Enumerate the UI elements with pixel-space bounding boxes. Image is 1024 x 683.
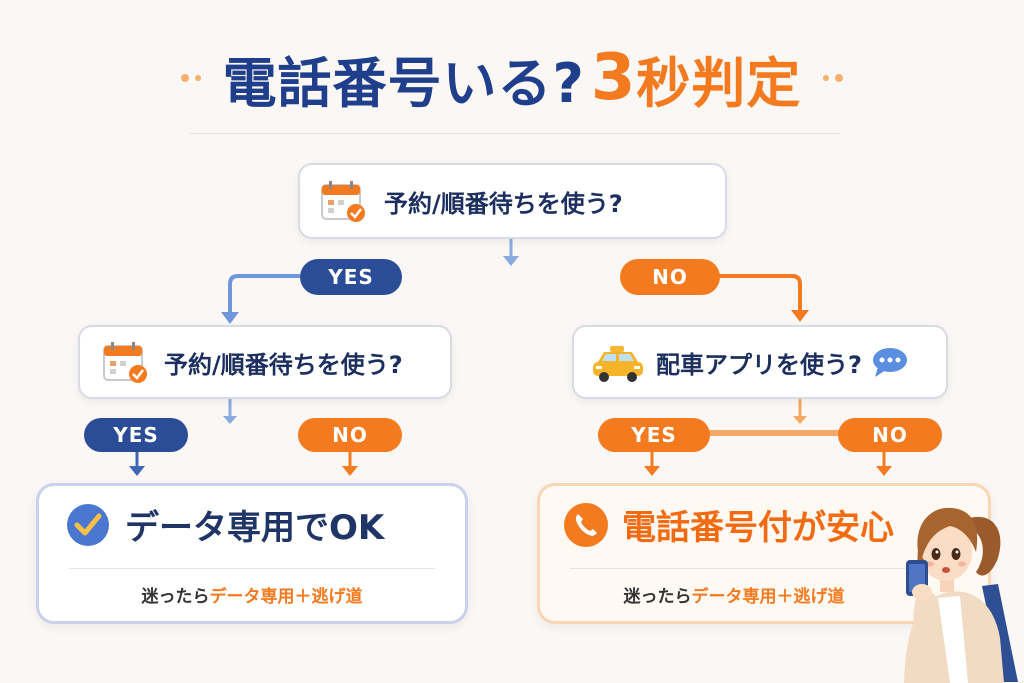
arrow-head <box>503 256 519 266</box>
result-left-title-text: データ専用でOK <box>125 508 385 548</box>
result-right-divider <box>570 568 918 569</box>
calendar-check-icon <box>103 342 147 383</box>
title-dots-left <box>180 74 201 82</box>
elbow-left <box>228 274 300 318</box>
result-right-sub-highlight: データ専用＋逃げ道 <box>691 587 845 607</box>
arrow-head <box>223 416 237 424</box>
arrow-head <box>221 312 239 324</box>
title-main: 電話番号いる? <box>222 51 585 115</box>
top-no-pill: NO <box>620 259 720 295</box>
taxi-icon <box>593 346 643 382</box>
right-yes-pill: YES <box>598 418 710 452</box>
right-question-box: 配車アプリを使う? <box>572 325 948 399</box>
result-left-divider <box>69 568 435 569</box>
result-left-title: データ専用でOK <box>65 500 384 549</box>
result-left-sub-highlight: データ専用＋逃げ道 <box>209 587 363 607</box>
right-no-pill: NO <box>838 418 942 452</box>
result-card-right: 電話番号付が安心 迷ったらデータ専用＋逃げ道 <box>537 483 991 624</box>
result-right-title: 電話番号付が安心 <box>562 500 894 549</box>
top-yes-pill: YES <box>300 259 402 295</box>
right-question-text: 配車アプリを使う? <box>656 350 862 379</box>
title-divider <box>190 133 840 134</box>
phone-circle-icon <box>564 502 608 547</box>
top-question-box: 予約/順番待ちを使う? <box>298 163 727 239</box>
left-yes-pill: YES <box>84 418 188 452</box>
calendar-check-icon <box>321 181 365 222</box>
arrow-head <box>129 466 145 476</box>
title-dots-right <box>823 74 844 82</box>
title-accent: 秒判定 <box>636 51 802 115</box>
left-question-text: 予約/順番待ちを使う? <box>164 350 403 379</box>
arrow-head <box>342 466 358 476</box>
arrow-head <box>644 466 660 476</box>
arrow-head <box>791 310 809 322</box>
result-left-sub-prefix: 迷ったら <box>141 587 210 607</box>
elbow-right <box>718 274 802 316</box>
result-right-subtext: 迷ったらデータ専用＋逃げ道 <box>540 582 928 607</box>
check-circle-icon <box>67 503 109 546</box>
result-card-left: データ専用でOK 迷ったらデータ専用＋逃げ道 <box>36 483 468 624</box>
left-question-box: 予約/順番待ちを使う? <box>78 325 452 399</box>
chat-bubble-icon <box>872 348 907 377</box>
left-no-pill: NO <box>298 418 402 452</box>
result-left-subtext: 迷ったらデータ専用＋逃げ道 <box>39 582 465 607</box>
result-right-sub-prefix: 迷ったら <box>623 587 692 607</box>
top-question-text: 予約/順番待ちを使う? <box>384 189 623 218</box>
girl-with-phone-illustration <box>904 507 1018 683</box>
arrow-head <box>876 466 892 476</box>
arrow-head <box>793 416 807 424</box>
result-right-title-text: 電話番号付が安心 <box>622 508 894 548</box>
page-title: 電話番号いる? 3 秒判定 <box>0 38 1024 118</box>
title-number: 3 <box>590 41 637 115</box>
